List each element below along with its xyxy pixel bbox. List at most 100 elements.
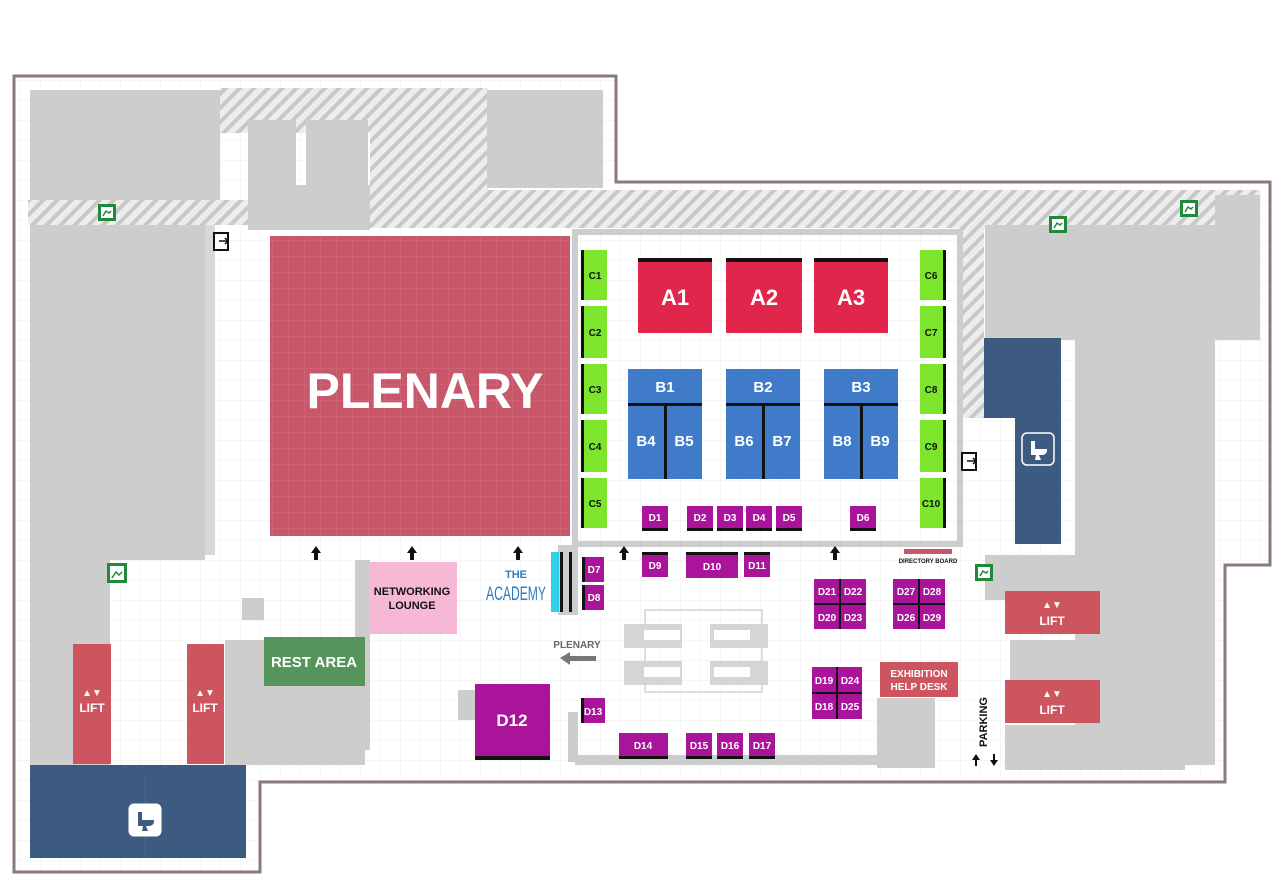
booth-d29[interactable]: D29 — [923, 613, 942, 624]
booth-d5[interactable]: D5 — [776, 506, 802, 531]
lift-right-2[interactable]: ▲▼ LIFT — [1005, 680, 1100, 723]
emergency-exit-icon — [1049, 216, 1067, 233]
booth-d25[interactable]: D25 — [841, 702, 860, 713]
entrance-arrows — [311, 546, 840, 560]
booth-label: D6 — [857, 513, 870, 524]
booth-c1[interactable]: C1 — [581, 250, 607, 300]
lift-arrows: ▲▼ — [1042, 689, 1062, 700]
booth-d6[interactable]: D6 — [850, 506, 876, 531]
lift-left-1[interactable]: ▲▼ LIFT — [73, 644, 111, 764]
booth-label: D4 — [753, 513, 766, 524]
booth-b3[interactable]: B3 — [851, 379, 870, 396]
arrow-up-icon — [407, 546, 417, 560]
booth-d19[interactable]: D19 — [815, 676, 834, 687]
lift-right-1[interactable]: ▲▼ LIFT — [1005, 591, 1100, 634]
lift-left-2[interactable]: ▲▼ LIFT — [187, 644, 224, 764]
rest-area-label: REST AREA — [271, 654, 357, 671]
booth-label: D5 — [783, 513, 796, 524]
booth-b9[interactable]: B9 — [870, 433, 889, 450]
booth-b4[interactable]: B4 — [636, 433, 656, 450]
booth-c8[interactable]: C8 — [920, 364, 946, 414]
booth-label: C1 — [589, 271, 602, 282]
booth-c10[interactable]: C10 — [920, 478, 946, 528]
c-booths: C1 C2 C3 C4 C5 C6 C7 C8 C9 C10 — [581, 250, 946, 528]
booth-d4[interactable]: D4 — [746, 506, 772, 531]
booth-label: D16 — [721, 741, 740, 752]
booth-d20[interactable]: D20 — [818, 613, 837, 624]
booth-d8[interactable]: D8 — [582, 585, 604, 610]
booth-d28[interactable]: D28 — [923, 587, 942, 598]
booth-d27[interactable]: D27 — [897, 587, 916, 598]
booth-d16[interactable]: D16 — [717, 733, 743, 759]
booth-label: D14 — [634, 741, 653, 752]
booth-b8[interactable]: B8 — [832, 433, 851, 450]
booth-d10[interactable]: D10 — [686, 552, 738, 578]
booth-b7[interactable]: B7 — [772, 433, 791, 450]
booth-cluster-d26-d29: D27 D28 D26 D29 — [893, 579, 945, 629]
booth-d21[interactable]: D21 — [818, 587, 837, 598]
networking-lounge-line1: NETWORKING — [374, 586, 450, 598]
lift-label: LIFT — [1039, 614, 1065, 628]
booth-d24[interactable]: D24 — [841, 676, 860, 687]
toilet-left[interactable] — [30, 765, 246, 858]
booth-c7[interactable]: C7 — [920, 306, 946, 358]
booth-label: C9 — [925, 442, 938, 453]
booth-label: C8 — [925, 385, 938, 396]
booth-label: D1 — [649, 513, 662, 524]
booth-b5[interactable]: B5 — [674, 433, 693, 450]
booth-d23[interactable]: D23 — [844, 613, 863, 624]
booth-d15[interactable]: D15 — [686, 733, 712, 759]
booth-d9[interactable]: D9 — [642, 552, 668, 577]
exit-doors — [213, 232, 978, 471]
b-booths: B1 B2 B3 B4 B5 B6 B7 B8 B9 — [628, 369, 898, 479]
booth-label: D10 — [703, 562, 722, 573]
booth-b1[interactable]: B1 — [655, 379, 674, 396]
lift-arrows: ▲▼ — [1042, 600, 1062, 611]
booth-b2[interactable]: B2 — [753, 379, 772, 396]
rest-area[interactable]: REST AREA — [264, 637, 365, 686]
booth-d3[interactable]: D3 — [717, 506, 743, 531]
lift-label: LIFT — [192, 701, 218, 715]
parking-access[interactable]: PARKING — [972, 697, 998, 766]
emergency-exit-icon — [1180, 200, 1198, 217]
lift-arrows: ▲▼ — [82, 688, 102, 699]
booth-d11[interactable]: D11 — [744, 552, 770, 577]
exhibition-help-desk[interactable]: EXHIBITION HELP DESK — [880, 662, 958, 697]
plenary-direction-sign: PLENARY — [553, 640, 601, 665]
booth-d17[interactable]: D17 — [749, 733, 775, 759]
booth-d18[interactable]: D18 — [815, 702, 834, 713]
booth-b6[interactable]: B6 — [734, 433, 753, 450]
booth-c6[interactable]: C6 — [920, 250, 946, 300]
booth-c2[interactable]: C2 — [581, 306, 607, 358]
booth-d26[interactable]: D26 — [897, 613, 916, 624]
booth-d12[interactable]: D12 — [475, 684, 550, 760]
arrow-left-icon — [560, 652, 596, 665]
booth-label: C5 — [589, 499, 602, 510]
booth-d2[interactable]: D2 — [687, 506, 713, 531]
plenary-hall[interactable]: PLENARY — [270, 236, 570, 536]
booth-d7[interactable]: D7 — [582, 557, 604, 582]
booth-d1[interactable]: D1 — [642, 506, 668, 531]
help-desk-line2: HELP DESK — [890, 682, 948, 693]
lift-label: LIFT — [79, 701, 105, 715]
d-booths: D1 D2 D3 D4 D5 D6 D7 D8 D9 D10 D11 D12 D… — [475, 506, 945, 760]
booth-d13[interactable]: D13 — [581, 698, 605, 723]
booth-a3[interactable]: A3 — [814, 258, 888, 333]
booth-c5[interactable]: C5 — [581, 478, 607, 528]
toilet-right[interactable] — [984, 338, 1061, 544]
booth-d14[interactable]: D14 — [619, 733, 668, 759]
directory-board-label: DIRECTORY BOARD — [899, 559, 958, 565]
booth-label: C2 — [589, 328, 602, 339]
plenary-label: PLENARY — [306, 363, 543, 419]
booth-a1[interactable]: A1 — [638, 258, 712, 333]
escalators — [624, 609, 768, 693]
academy-stand[interactable]: THE ACADEMY — [486, 552, 572, 612]
academy-logo: THE — [505, 569, 527, 581]
booth-a2[interactable]: A2 — [726, 258, 802, 333]
booth-label: C10 — [922, 499, 941, 510]
networking-lounge[interactable]: NETWORKING LOUNGE — [369, 562, 457, 634]
booth-d22[interactable]: D22 — [844, 587, 863, 598]
booth-c4[interactable]: C4 — [581, 420, 607, 472]
booth-c9[interactable]: C9 — [920, 420, 946, 472]
booth-c3[interactable]: C3 — [581, 364, 607, 414]
